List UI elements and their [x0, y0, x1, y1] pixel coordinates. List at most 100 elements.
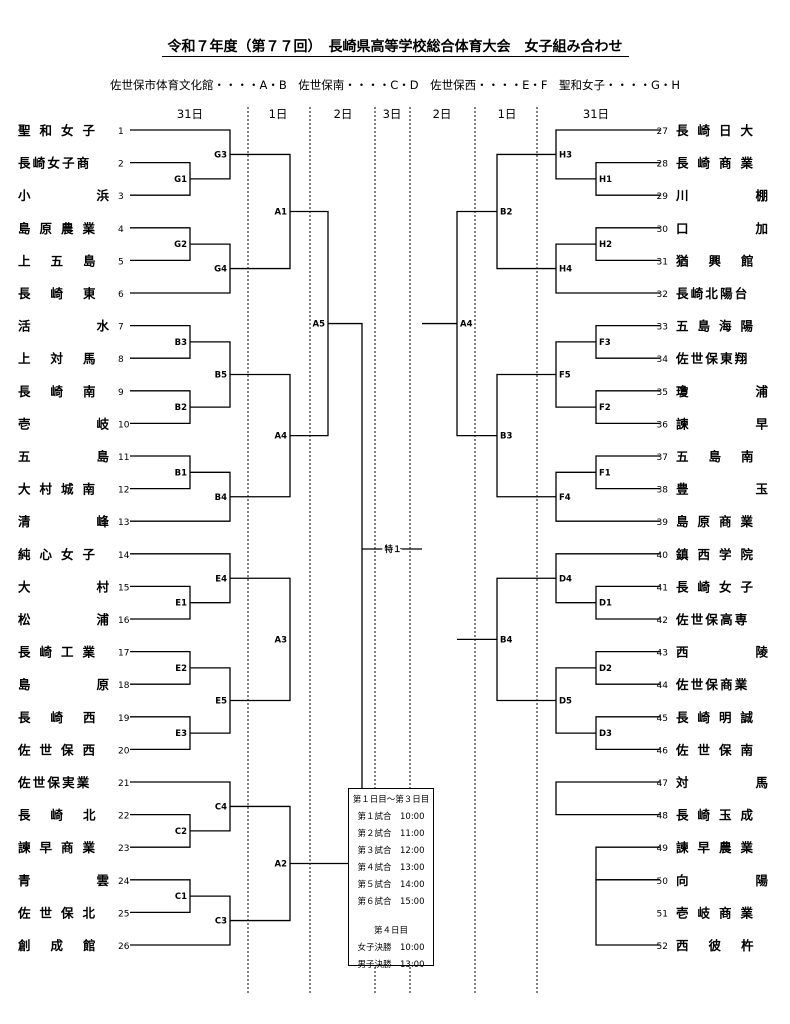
team-number: 25: [118, 909, 129, 919]
team-number: 16: [118, 616, 130, 626]
team-number: 8: [118, 355, 124, 365]
team-number: 34: [657, 355, 669, 365]
team-name-left: 小: [17, 188, 31, 203]
match-label: G1: [174, 175, 187, 185]
team-name-right: 馬: [755, 775, 768, 790]
match-label: D3: [599, 729, 612, 739]
match-label: D4: [559, 574, 572, 584]
day-header: 2日: [334, 107, 353, 121]
match-label: C4: [215, 802, 227, 812]
match-label: A6: [425, 0, 438, 3]
match-label: E1: [175, 599, 187, 609]
team-number: 28: [657, 160, 669, 170]
match-label: E5: [215, 697, 227, 707]
team-number: 11: [118, 453, 129, 463]
team-number: 46: [657, 746, 669, 756]
match-label: E3: [175, 729, 187, 739]
match-label: B1: [175, 468, 187, 478]
team-number: 7: [118, 323, 124, 333]
team-name-left: 松: [18, 612, 31, 627]
team-name-left: 佐世保北: [17, 905, 104, 920]
team-number: 26: [118, 942, 130, 952]
team-name-right: 島原商業: [676, 514, 762, 529]
match-label: A4: [275, 432, 288, 442]
team-name-left: 峰: [96, 514, 109, 529]
team-name-right: 対: [675, 775, 689, 790]
team-name-right: 口: [676, 221, 689, 236]
final-match-label: 特１: [384, 544, 401, 555]
team-name-right: 壱岐商業: [676, 905, 762, 920]
team-number: 12: [118, 486, 129, 496]
match-label: B2: [175, 403, 187, 413]
team-number: 6: [118, 290, 124, 300]
team-name-right: 長崎日大: [676, 123, 762, 138]
match-label: H4: [559, 265, 572, 275]
team-number: 52: [657, 942, 668, 952]
team-name-right: 諫早農業: [676, 840, 762, 855]
team-number: 37: [657, 453, 668, 463]
venue-assignments: 佐世保市体育文化館・・・・A・B 佐世保南・・・・C・D 佐世保西・・・・E・F…: [109, 78, 681, 92]
team-name-right: 早: [755, 416, 768, 431]
team-name-right: 棚: [755, 188, 768, 203]
team-name-left: 純心女子: [18, 547, 104, 562]
schedule-row: 第５試合 14:00: [357, 880, 425, 890]
team-number: 32: [657, 290, 668, 300]
team-name-right: 浦: [755, 384, 768, 399]
match-label: A5: [313, 320, 326, 330]
match-label: A2: [275, 860, 288, 870]
team-name-right: 瓊: [676, 384, 689, 399]
bracket-line: [555, 781, 660, 816]
team-name-left: 雲: [96, 873, 109, 888]
team-name-right: 西彼杵: [676, 938, 774, 953]
match-label: G4: [214, 265, 227, 275]
team-number: 13: [118, 518, 129, 528]
team-number: 49: [657, 844, 669, 854]
match-label: E4: [215, 574, 227, 584]
team-number: 33: [657, 323, 668, 333]
team-name-left: 村: [96, 579, 109, 594]
match-label: B3: [500, 432, 512, 442]
match-label: C3: [215, 917, 227, 927]
team-name-left: 長崎西: [18, 710, 116, 725]
team-number: 14: [118, 551, 130, 561]
schedule-row: 第６試合 15:00: [357, 897, 425, 907]
team-name-right: 五島海陽: [676, 319, 762, 334]
team-number: 36: [657, 420, 669, 430]
team-number: 22: [118, 812, 129, 822]
match-label: H1: [599, 175, 612, 185]
team-name-right: 長崎北陽台: [676, 286, 750, 301]
schedule-row: 第１試合 10:00: [357, 812, 425, 822]
team-number: 2: [118, 160, 124, 170]
team-number: 45: [657, 714, 668, 724]
team-number: 31: [657, 257, 668, 267]
team-name-left: 島: [96, 449, 109, 464]
schedule-row: 第４試合 13:00: [357, 863, 425, 873]
team-number: 3: [118, 192, 124, 202]
team-name-left: 長崎南: [18, 384, 116, 399]
team-name-left: 岐: [96, 416, 109, 431]
team-name-left: 長崎女子商: [18, 156, 92, 171]
schedule-row: 第３試合 12:00: [357, 846, 425, 856]
bracket-line: [595, 879, 660, 946]
team-name-right: 西: [676, 645, 689, 660]
team-number: 47: [657, 779, 668, 789]
team-name-right: 陽: [755, 873, 768, 888]
match-label: B2: [500, 208, 512, 218]
team-name-left: 浦: [96, 612, 109, 627]
match-label: G3: [214, 150, 227, 160]
schedule-heading-day4: 第４日目: [373, 926, 408, 936]
team-number: 51: [657, 909, 668, 919]
team-name-right: 佐世保商業: [675, 677, 750, 692]
team-number: 39: [657, 518, 669, 528]
team-name-left: 聖和女子: [18, 123, 104, 138]
team-name-left: 青: [18, 873, 31, 888]
bracket-line: [555, 471, 660, 522]
match-label: F1: [599, 468, 611, 478]
team-name-right: 川: [675, 188, 689, 203]
team-number: 23: [118, 844, 129, 854]
team-number: 29: [657, 192, 669, 202]
team-name-right: 鎮西学院: [676, 547, 762, 562]
team-number: 17: [118, 649, 129, 659]
team-name-left: 長崎北: [18, 808, 116, 823]
team-number: 19: [118, 714, 130, 724]
